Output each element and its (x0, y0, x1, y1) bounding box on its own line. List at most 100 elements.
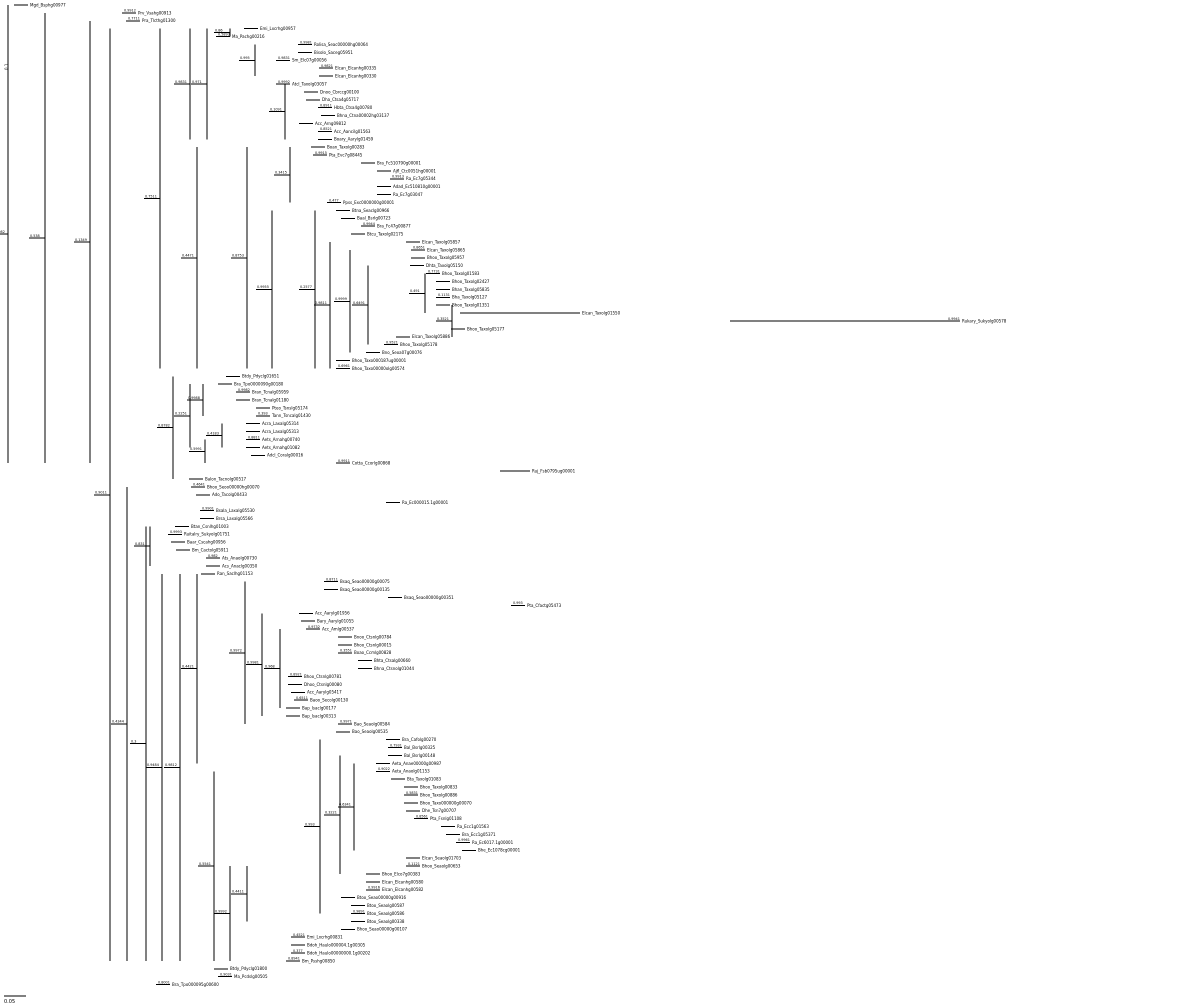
branch-support-label: 0.1131 (438, 293, 450, 297)
branch-support-label: 0.9821 (321, 64, 333, 68)
branch-support-label: 0.9961 (458, 838, 470, 842)
leaf-label: Atcl_Taxolg03057 (292, 81, 327, 86)
branch-support-label: 0.9916 (368, 886, 380, 890)
branch-support-label: 0.491 (410, 289, 420, 293)
branch-support-label: 0.9992 (215, 909, 227, 913)
leaf-label: Dnoo_Cbrccg00100 (320, 89, 360, 94)
leaf-label: Bsaq_Seao00000g00135 (340, 587, 390, 592)
leaf-label: Ruitalry_Sukyolg01751 (184, 532, 230, 537)
tree-branches (0, 4, 960, 986)
branch-support-label: 0.8782 (158, 423, 170, 427)
leaf-label: Btoo_Seao00000g00916 (357, 895, 407, 900)
leaf-label: Adcl_Coralg00016 (267, 453, 304, 458)
leaf-label: Acc_Arng09812 (315, 121, 347, 126)
branch-support-label: 0.9972 (230, 649, 242, 653)
branch-support-label: 0.9992 (278, 80, 290, 84)
branch-support-label: 0.4521 (293, 933, 305, 937)
tree-leaf-labels: Mgd_Bsphg00977Prv_Vsahg00913Pra_Tlcthg01… (30, 2, 1007, 987)
leaf-label: Pta_Evc7g08445 (329, 153, 363, 158)
leaf-label: Bta_Taxolg01083 (407, 777, 442, 782)
branch-support-label: 0.5541 (199, 862, 211, 866)
leaf-label: Bm_Cactolg05911 (192, 548, 229, 553)
leaf-label: Bdoh_Haulo000004.1g00305 (307, 943, 366, 948)
leaf-label: Elcan_Elcanhg00582 (382, 887, 424, 892)
branch-support-label: 0.9484 (147, 763, 159, 767)
leaf-label: Baoo_Secolg00130 (310, 698, 349, 703)
leaf-label: Elcan_Elcanhg00330 (335, 74, 377, 79)
leaf-label: Bhoo_Taxo00000olg00574 (352, 366, 405, 371)
branch-support-label: 0.8811 (248, 435, 260, 439)
branch-support-label: 0.9031 (220, 973, 232, 977)
leaf-label: Bhe_Ec1078cg00001 (478, 848, 521, 853)
branch-support-label: 0.8911 (320, 104, 332, 108)
leaf-label: Dha_Ctsa4g05717 (322, 97, 359, 102)
branch-support-label: 0.995 (240, 56, 250, 60)
leaf-label: Boan_Taxolg00283 (327, 145, 365, 150)
branch-support-label: 0.9831 (278, 56, 290, 60)
branch-support-label: 0.6491 (353, 301, 365, 305)
leaf-label: Bhna_Ctsnolg01044 (374, 666, 415, 671)
branch-support-label: 0.1091 (270, 107, 282, 111)
branch-support-label: 0.3415 (275, 171, 287, 175)
leaf-label: Bra_Ecc1g05371 (462, 832, 496, 837)
leaf-label: Dhta_Taxolg05150 (426, 263, 463, 268)
branch-support-label: 0.9971 (340, 720, 352, 724)
branch-support-label: 0.477 (329, 198, 339, 202)
leaf-label: Aets_Arnahg00740 (262, 437, 300, 442)
leaf-label: Bao_Seaolg00584 (354, 721, 390, 726)
leaf-label: Acra_Laxalg05313 (262, 429, 299, 434)
branch-support-label: 0.9831 (175, 80, 187, 84)
leaf-label: Rukary_Sukyolg00578 (962, 318, 1007, 323)
branch-support-label: 0.8521 (320, 127, 332, 131)
branch-support-label: 0.377 (293, 949, 303, 953)
leaf-label: Dhe_Tsn7g00707 (422, 808, 457, 813)
leaf-label: Prv_Vsahg00913 (138, 10, 172, 15)
branch-support-label: 0.9993 (170, 530, 182, 534)
branch-support-label: 0.1121 (408, 862, 420, 866)
leaf-label: Bhoo_Seaolg00653 (422, 864, 461, 869)
leaf-label: Bal_Bsrlg00325 (404, 745, 436, 750)
branch-support-label: 0.7711 (128, 17, 140, 21)
leaf-label: Emi_Lxcrhg00957 (260, 26, 296, 31)
leaf-label: Bary_Aarylg01055 (317, 619, 354, 624)
leaf-label: Bsala_Laxalg05530 (216, 508, 255, 513)
leaf-label: Bhoo_Taxolg05177 (467, 326, 505, 331)
branch-support-label: 0.9982 (238, 388, 250, 392)
leaf-label: Elcan_Taxolg01550 (582, 311, 621, 316)
leaf-label: Ppss_Exc0000000g00001 (343, 200, 395, 205)
leaf-label: Bhoo_Ctsnlg00781 (304, 674, 342, 679)
branch-support-label: 0.9913 (392, 175, 404, 179)
leaf-label: Acc_Aarylg05417 (307, 690, 342, 695)
leaf-label: Bhna_Ctna00002hg03137 (337, 113, 390, 118)
leaf-label: Ra_Ec7g03047 (393, 192, 423, 197)
leaf-label: Elcan_Seaolg01703 (422, 856, 462, 861)
branch-support-label: 0.9901 (202, 506, 214, 510)
leaf-label: Pta_Cfactg05473 (527, 603, 562, 608)
leaf-label: Dhoo_Ctsnlg00080 (304, 682, 342, 687)
branch-support-label: 0.9011 (95, 491, 107, 495)
branch-support-label: 0.4471 (182, 254, 194, 258)
leaf-label: Acs_Anaclg00350 (222, 563, 258, 568)
leaf-label: Bap_Isaclg00313 (302, 713, 336, 718)
leaf-label: Bhoo_Taxolg01351 (452, 303, 490, 308)
leaf-label: Acra_Laxalg05314 (262, 421, 299, 426)
leaf-label: Bhoo_Taxolg02427 (452, 279, 490, 284)
leaf-label: Boary_Aarylg01459 (334, 137, 374, 142)
leaf-label: Bsaq_Seao00000g00075 (340, 579, 390, 584)
leaf-label: Balon_Tacnolg00517 (205, 476, 247, 481)
root-support-label: 0.1 (4, 63, 9, 70)
leaf-label: Ma_Pachg00216 (232, 34, 265, 39)
leaf-label: Adad_Ec510810g00001 (393, 184, 441, 189)
branch-support-label: 0.7511 (145, 194, 157, 198)
scale-bar-label: 0.05 (4, 999, 15, 1005)
branch-support-label: 0.9981 (300, 40, 312, 44)
leaf-label: Bra_Tpo000095g00600 (172, 982, 219, 987)
branch-support-label: 0.1349 (75, 238, 87, 242)
branch-support-label: 0.5991 (190, 447, 202, 451)
leaf-label: Acc_Aarylg01956 (315, 611, 350, 616)
branch-support-label: 0.2251 (175, 412, 187, 416)
leaf-label: Bdoh_Haulo00000000.1g00202 (307, 950, 371, 955)
leaf-label: Bhoo_Taxolg00833 (420, 785, 458, 790)
leaf-label: Btoo_Seaolg00587 (367, 903, 405, 908)
leaf-label: Ma_Pcdslg00505 (234, 974, 268, 979)
